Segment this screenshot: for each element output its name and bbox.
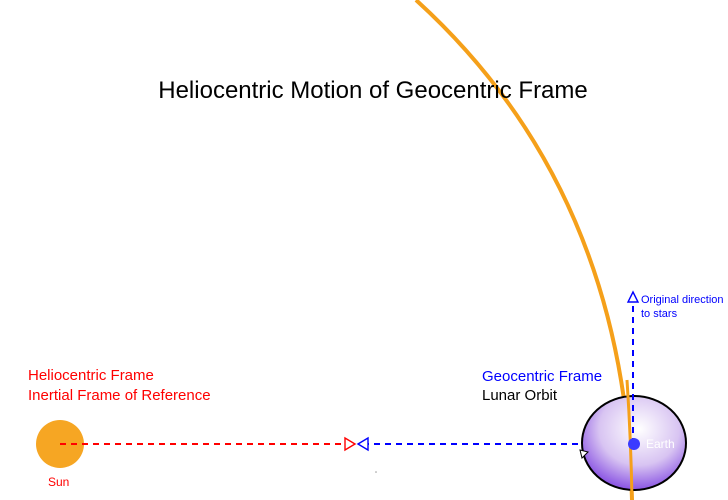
stars-direction-label-line1: Original direction (641, 294, 724, 306)
red-arrowhead-icon (344, 436, 357, 452)
inertial-frame-label: Inertial Frame of Reference (28, 387, 211, 404)
stars-direction-label-line2: to stars (641, 308, 678, 320)
blue-arrowhead-icon (356, 436, 369, 452)
sun-label: Sun (48, 475, 69, 489)
earth-label: Earth (646, 437, 675, 451)
earth-center-dot (628, 438, 640, 450)
speck (375, 471, 377, 473)
geocentric-frame-label: Geocentric Frame (482, 368, 602, 385)
lunar-orbit-label: Lunar Orbit (482, 387, 558, 404)
heliocentric-frame-label: Heliocentric Frame (28, 367, 154, 384)
up-arrowhead-icon (626, 290, 640, 303)
diagram-title: Heliocentric Motion of Geocentric Frame (158, 77, 588, 104)
orbit-arrowhead-icon (579, 449, 589, 459)
